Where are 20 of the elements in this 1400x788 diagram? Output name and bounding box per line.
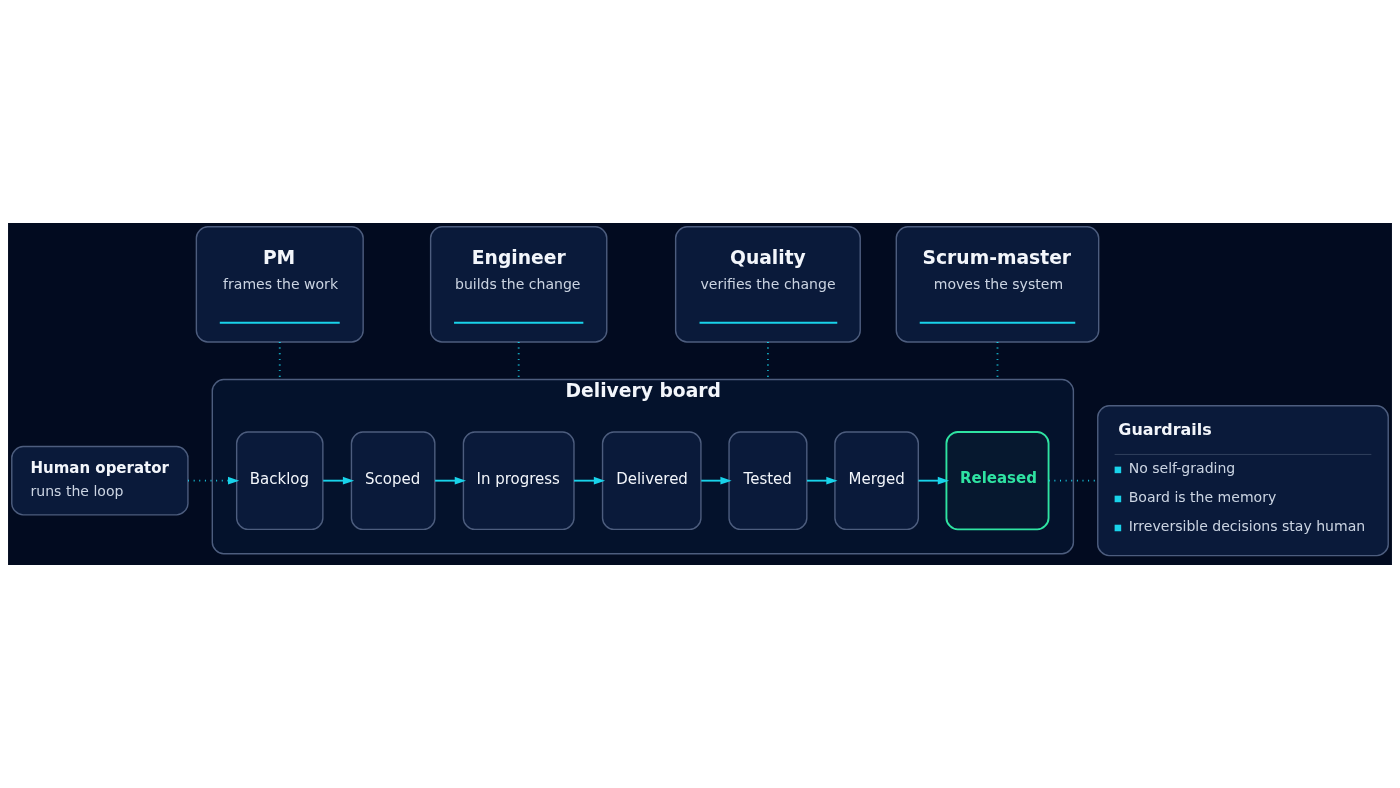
node-box: In progress [462,431,575,531]
arrow [917,476,950,485]
node-box: Quality verifies the change [674,226,861,343]
arrow [187,476,240,485]
node-box: Released [945,431,1050,531]
node-box: Delivered [601,431,702,531]
node-box: Human operator runs the loop [11,445,189,516]
arrow [806,476,838,485]
node-box: PM frames the work [195,226,364,343]
arrow [322,476,355,485]
node-box: Guardrails No self-grading Board is the memory Irreversible decisions stay human [1097,405,1389,557]
node-box: Engineer builds the change [429,226,608,343]
arrow [573,476,606,485]
arrow [700,476,732,485]
node-box: Tested [728,431,808,531]
node-box: Scoped [350,431,436,531]
node-box: Scrum-master moves the system [895,226,1100,343]
node-box: Backlog [235,431,324,531]
node-box: Merged [834,431,920,531]
arrow [434,476,466,485]
